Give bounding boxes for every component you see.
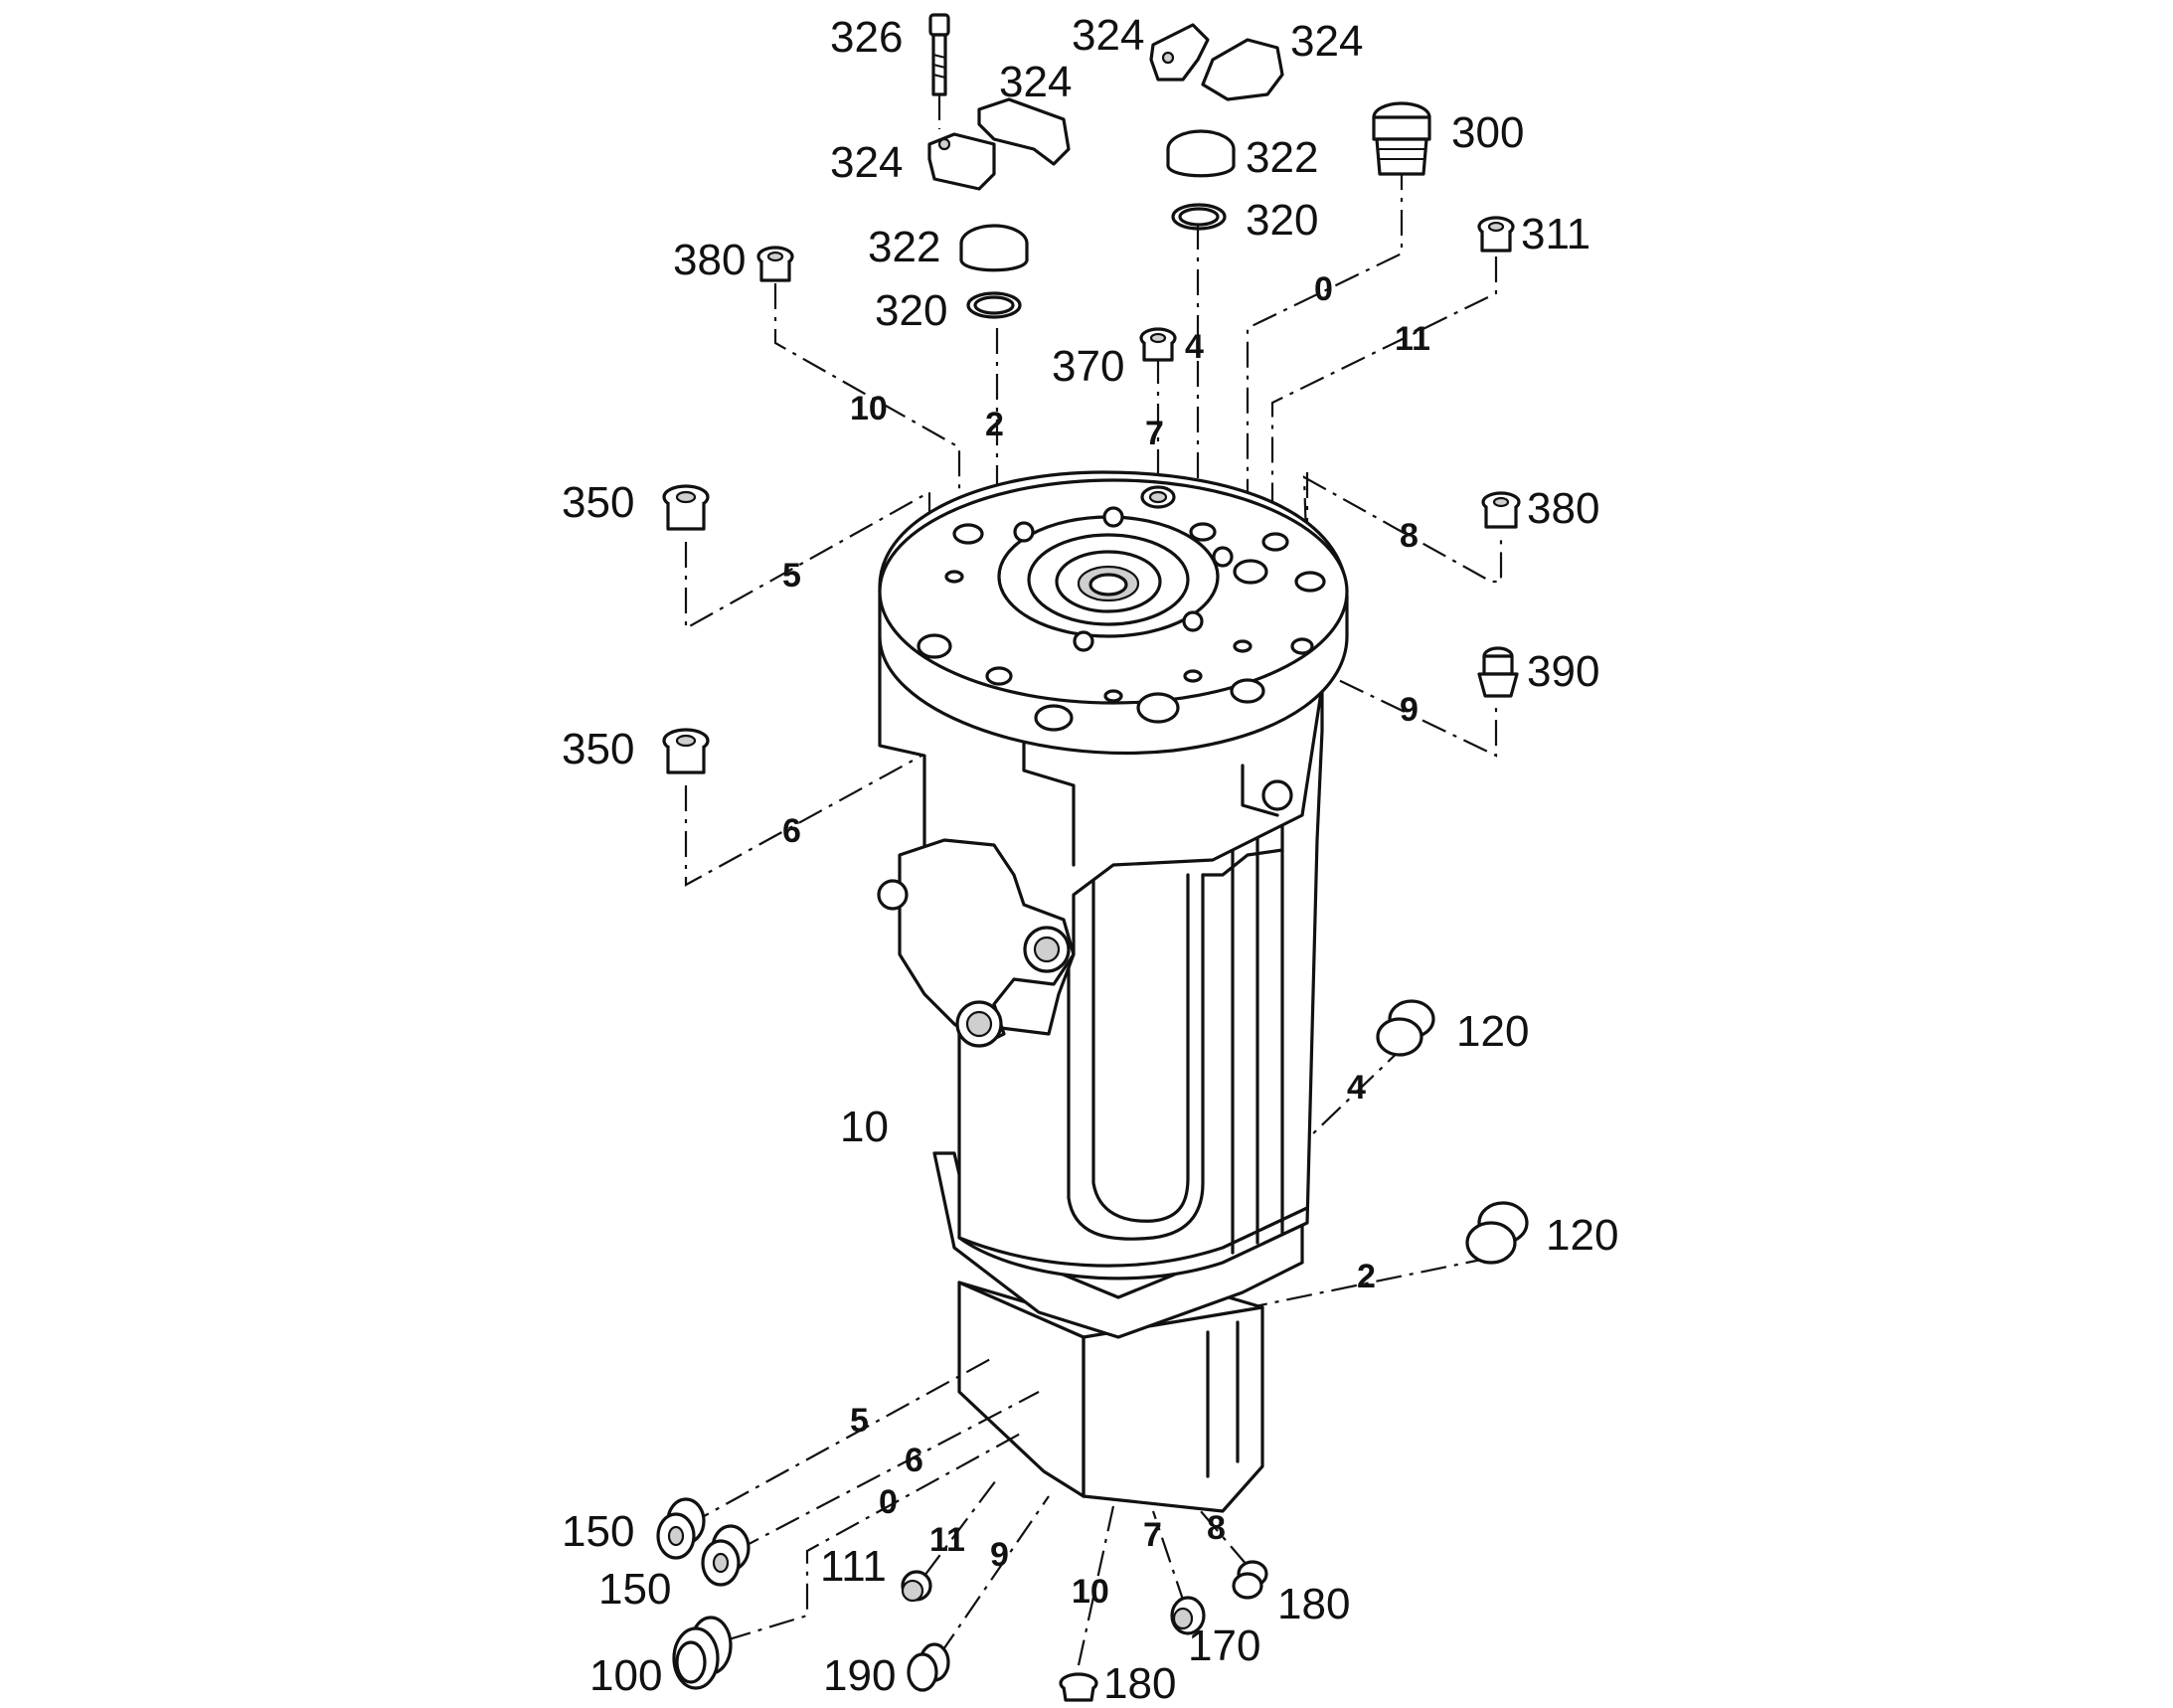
part-label: 100	[589, 1651, 662, 1700]
part-split-flange-324-right	[1149, 23, 1284, 101]
part-label: 322	[868, 223, 940, 271]
part-label: 120	[1546, 1211, 1618, 1260]
part-label: 190	[823, 1651, 896, 1700]
leader-line-7-bot	[1151, 1510, 1187, 1607]
line-label: 6	[782, 812, 801, 850]
part-label: 150	[598, 1565, 671, 1614]
part-fitting-300	[1372, 101, 1431, 176]
line-label: 9	[1400, 691, 1419, 729]
leader-line-0-bot	[725, 1431, 1025, 1642]
part-label: 370	[1052, 342, 1124, 391]
leader-line-2-mid	[1177, 1256, 1492, 1324]
line-label: 11	[1395, 320, 1430, 358]
line-label: 5	[782, 557, 801, 595]
line-label: 10	[850, 390, 888, 427]
part-label: 150	[562, 1507, 634, 1556]
line-label: 8	[1400, 517, 1419, 555]
part-plug-370	[1139, 327, 1177, 362]
part-plug-111	[901, 1570, 932, 1603]
line-label: 0	[879, 1483, 898, 1521]
line-label: 7	[1145, 415, 1164, 452]
part-label: 324	[1290, 17, 1363, 66]
part-fitting-390	[1477, 646, 1519, 698]
line-label: 11	[929, 1521, 965, 1559]
line-label: 4	[1185, 328, 1204, 366]
part-plug-380-right	[1481, 491, 1521, 529]
part-plug-322-right	[1166, 129, 1236, 178]
part-fitting-100	[672, 1616, 733, 1690]
part-label: 326	[830, 13, 903, 62]
part-label: 111	[820, 1542, 887, 1591]
part-plug-180-bottom	[1059, 1672, 1098, 1702]
part-plug-170	[1170, 1596, 1206, 1635]
line-label: 7	[1143, 1516, 1162, 1554]
part-label: 300	[1451, 108, 1524, 157]
part-label: 180	[1277, 1580, 1350, 1628]
leader-line-9-bot	[938, 1495, 1050, 1656]
part-label: 322	[1246, 133, 1318, 182]
part-plug-150-lower	[701, 1524, 751, 1587]
part-label: 324	[999, 58, 1072, 106]
part-label: 350	[562, 478, 634, 527]
leader-line-5-bot	[685, 1356, 995, 1527]
line-label: 8	[1207, 1509, 1226, 1547]
line-label: 5	[850, 1402, 869, 1440]
part-label: 324	[830, 138, 903, 187]
line-labels: 0 11 4 10 2 7 5 8 9 6 4 2 5 6 0 11 9 7 8…	[782, 270, 1430, 1611]
part-label: 311	[1521, 210, 1590, 258]
part-label: 320	[875, 286, 947, 335]
part-label: 324	[1072, 11, 1144, 60]
part-split-flange-324-left	[927, 97, 1071, 191]
part-oring-320-right	[1171, 203, 1227, 231]
line-label: 2	[1357, 1258, 1376, 1295]
part-label: 120	[1456, 1007, 1529, 1056]
line-label: 9	[990, 1536, 1009, 1574]
part-oring-320-left	[966, 291, 1022, 319]
part-plug-322-left	[959, 224, 1029, 272]
part-label: 390	[1527, 647, 1599, 696]
part-plug-120-upper	[1376, 999, 1435, 1057]
line-label: 0	[1314, 270, 1333, 308]
line-label: 6	[905, 1442, 923, 1479]
part-fitting-190	[907, 1642, 950, 1692]
flange-ports	[917, 485, 1326, 732]
part-label: 380	[673, 236, 746, 284]
part-screw-326	[928, 13, 950, 96]
part-label: 170	[1188, 1622, 1260, 1670]
part-plug-180-right	[1232, 1560, 1268, 1600]
part-labels: 326 324 324 324 324 300 322 322 320 320 …	[562, 11, 1618, 1708]
line-label: 2	[985, 406, 1004, 443]
part-plug-380-top	[756, 246, 794, 282]
leader-line-0-top	[1246, 164, 1404, 557]
part-plug-350-bottom	[662, 728, 710, 774]
leader-line-9-top	[1256, 640, 1498, 758]
part-plug-120-lower	[1465, 1201, 1529, 1265]
part-label: 180	[1103, 1659, 1176, 1703]
line-label: 4	[1347, 1069, 1366, 1107]
leader-line-11-top	[1270, 256, 1498, 537]
housing-label: 10	[840, 1103, 889, 1151]
part-label: 380	[1527, 484, 1599, 533]
part-plug-350-top	[662, 484, 710, 531]
side-mount	[898, 838, 1076, 1046]
part-label: 320	[1246, 196, 1318, 245]
leader-line-8-bot	[1187, 1495, 1249, 1567]
rotary-joint-housing	[877, 470, 1349, 1513]
part-plug-150-upper	[656, 1497, 706, 1560]
leader-line-10-bot	[1077, 1505, 1115, 1666]
line-label: 10	[1072, 1573, 1109, 1611]
part-label: 350	[562, 725, 634, 773]
leader-line-11-bot	[923, 1475, 1000, 1577]
part-plug-311	[1477, 216, 1515, 253]
